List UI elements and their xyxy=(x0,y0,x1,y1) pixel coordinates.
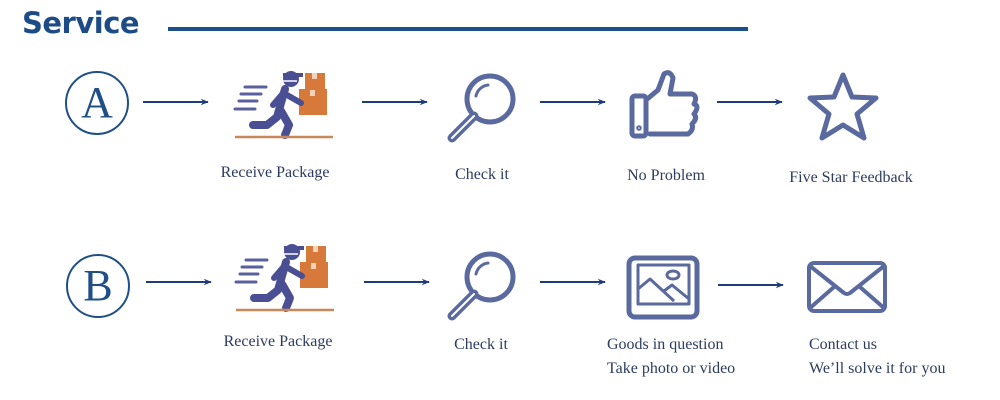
step-label: Check it xyxy=(454,336,508,353)
magnifier-icon xyxy=(446,250,520,322)
envelope-icon xyxy=(807,261,887,313)
arrow-icon xyxy=(362,98,428,106)
step-label: Receive Package xyxy=(220,164,330,181)
thumbs-up-icon xyxy=(629,70,700,139)
row-a-marker: A xyxy=(65,71,129,135)
arrow-icon xyxy=(364,278,430,286)
step-label-line: We’ll solve it for you xyxy=(809,360,946,377)
step-label: Contact us We’ll solve it for you xyxy=(809,333,945,381)
arrow-icon xyxy=(718,281,784,289)
row-b-marker: B xyxy=(66,254,130,318)
step-label-line: Goods in question xyxy=(607,336,724,353)
star-icon xyxy=(807,72,879,141)
image-icon xyxy=(626,255,700,320)
page-title: Service xyxy=(22,6,140,40)
courier-icon xyxy=(233,65,337,141)
arrow-icon xyxy=(143,98,209,106)
magnifier-icon xyxy=(446,72,520,144)
step-label-line: Contact us xyxy=(809,336,877,353)
title-divider xyxy=(168,27,748,31)
arrow-icon xyxy=(540,98,606,106)
step-label: Check it xyxy=(455,166,509,183)
arrow-icon xyxy=(717,98,783,106)
step-label: Receive Package xyxy=(223,333,333,350)
step-label: No Problem xyxy=(627,167,705,184)
step-label: Goods in question Take photo or video xyxy=(607,333,735,381)
arrow-icon xyxy=(540,278,606,286)
step-label: Five Star Feedback xyxy=(789,169,913,186)
courier-icon xyxy=(234,238,338,314)
arrow-icon xyxy=(146,278,212,286)
step-label-line: Take photo or video xyxy=(607,360,736,377)
